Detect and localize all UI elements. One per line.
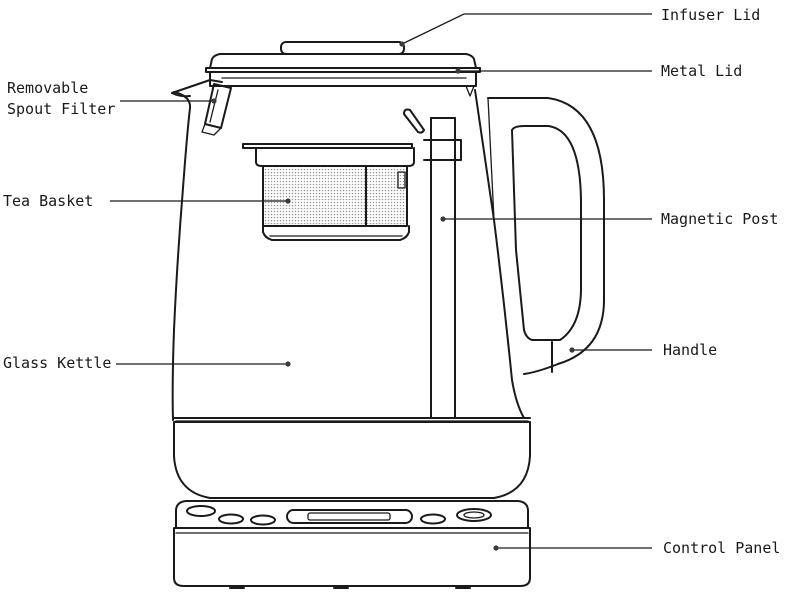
label-spout-filter-line1: Removable — [7, 79, 89, 97]
glass-body — [171, 89, 531, 422]
leader-magnetic-post — [440, 216, 652, 222]
handle — [487, 97, 605, 375]
label-tea-basket: Tea Basket — [3, 192, 94, 210]
label-handle: Handle — [663, 341, 718, 359]
label-infuser-lid: Infuser Lid — [661, 6, 761, 24]
tea-basket — [242, 143, 415, 241]
control-buttons — [186, 505, 492, 526]
leader-infuser-lid — [399, 13, 652, 47]
spout-filter — [201, 83, 232, 136]
magnetic-post — [403, 108, 462, 419]
label-spout-filter: Removable Spout Filter — [7, 78, 115, 120]
label-glass-kettle: Glass Kettle — [3, 354, 112, 372]
label-spout-filter-line2: Spout Filter — [7, 100, 116, 118]
leader-control-panel — [493, 545, 652, 551]
leader-metal-lid — [455, 68, 652, 74]
kettle-base — [173, 500, 531, 589]
label-control-panel: Control Panel — [663, 539, 781, 557]
leader-tea-basket — [110, 198, 291, 204]
label-metal-lid: Metal Lid — [661, 62, 743, 80]
heater-collar — [173, 421, 531, 499]
leader-glass-kettle — [116, 361, 291, 367]
infuser-lid — [280, 41, 405, 55]
leader-handle — [569, 347, 652, 353]
leader-spout-filter — [120, 98, 217, 104]
label-magnetic-post: Magnetic Post — [661, 210, 779, 228]
metal-lid — [205, 53, 481, 97]
